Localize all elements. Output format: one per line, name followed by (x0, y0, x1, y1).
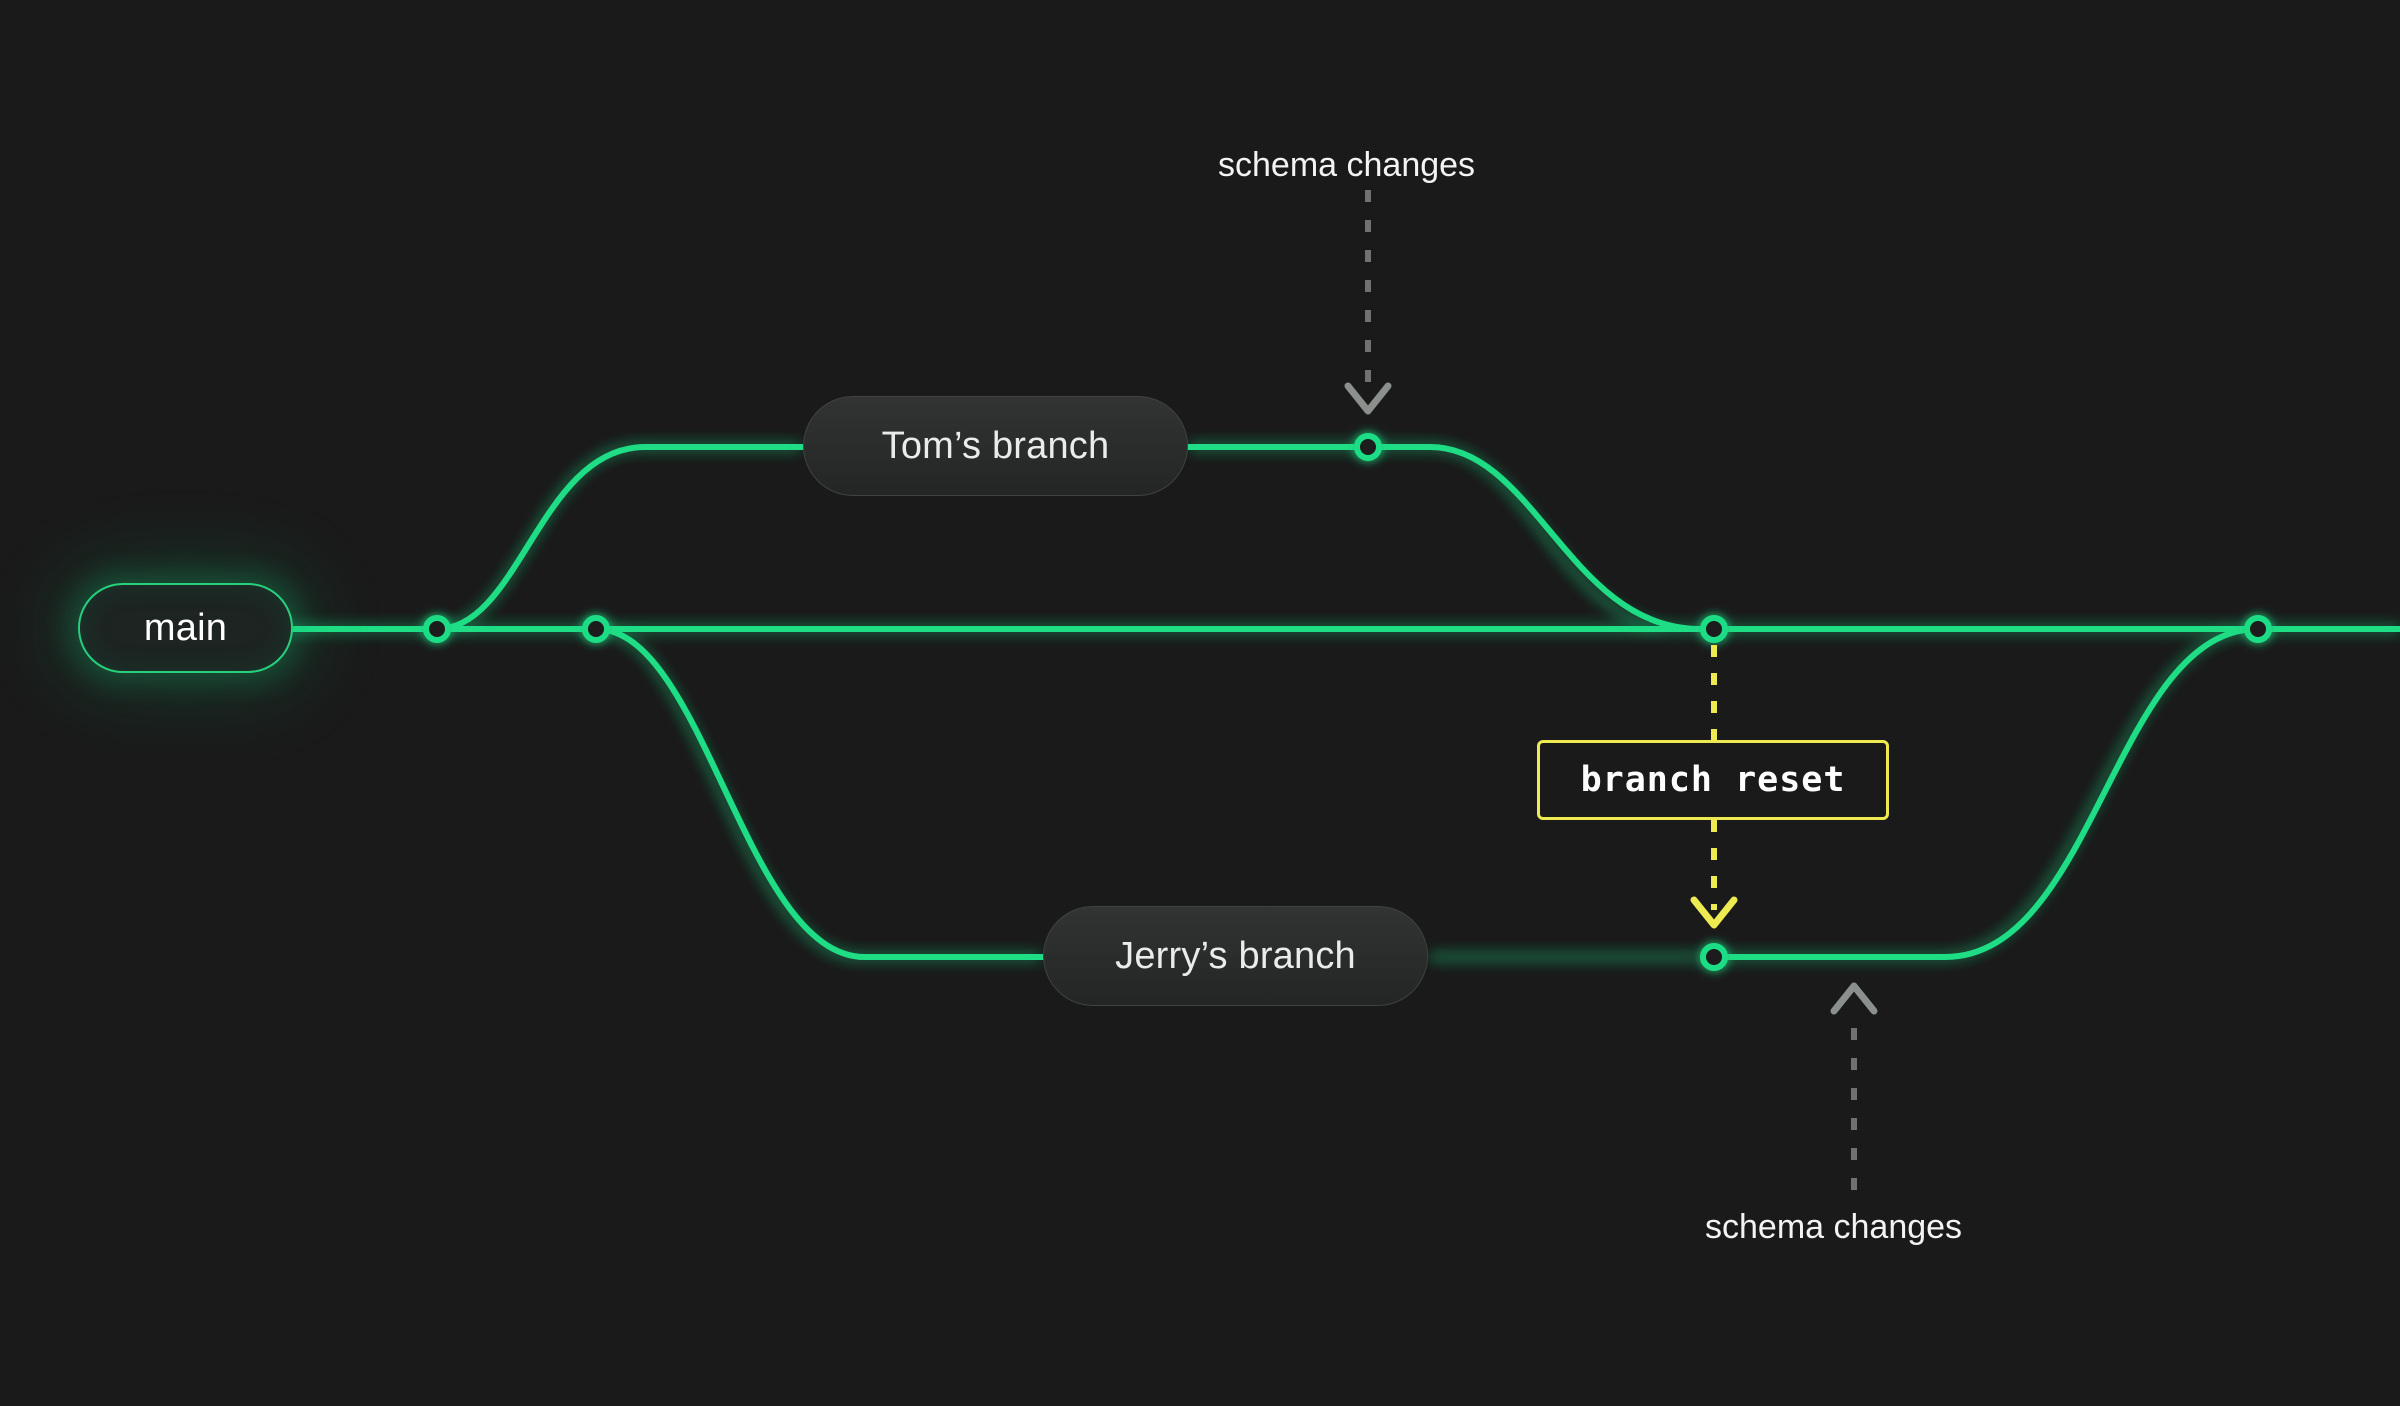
branch-reset-box[interactable]: branch reset (1537, 740, 1889, 820)
commit-node-main-reset[interactable] (1700, 615, 1728, 643)
tom-branch-merge-line (1182, 444, 1703, 632)
commit-node-main-fork-jerry[interactable] (582, 615, 610, 643)
branch-reset-arrow (1690, 645, 1738, 929)
schema-changes-bottom-label: schema changes (1705, 1208, 1962, 1247)
branch-reset-label: branch reset (1580, 760, 1846, 800)
schema-changes-bottom-text: schema changes (1705, 1208, 1963, 1246)
schema-changes-bottom-arrow (1830, 982, 1878, 1190)
branch-pill-jerry-label: Jerry’s branch (1115, 934, 1356, 977)
commit-node-main-merge[interactable] (2244, 615, 2272, 643)
commit-nodes (423, 433, 2272, 971)
jerry-branch-fork-line (593, 626, 1048, 960)
schema-changes-top-text: schema changes (1218, 146, 1476, 184)
schema-changes-top-label: schema changes (1218, 146, 1475, 185)
commit-node-tom-schema[interactable] (1354, 433, 1382, 461)
branch-glow-layer (190, 444, 2400, 960)
commit-node-jerry-reset[interactable] (1700, 943, 1728, 971)
branch-pill-main-label: main (143, 606, 228, 649)
schema-changes-top-arrow (1344, 190, 1392, 415)
branch-pill-jerry[interactable]: Jerry’s branch (1043, 906, 1428, 1006)
reset-arrowhead-icon (1690, 896, 1738, 929)
tom-branch-fork-line (434, 444, 808, 632)
schema-top-arrowhead-icon (1344, 382, 1392, 415)
jerry-branch-merge-line (1711, 626, 2261, 960)
branch-pill-main[interactable]: main (78, 583, 293, 673)
commit-node-main-fork-tom[interactable] (423, 615, 451, 643)
schema-bottom-arrowhead-icon (1830, 982, 1878, 1015)
branch-pill-tom-label: Tom’s branch (881, 424, 1110, 467)
branch-pill-tom[interactable]: Tom’s branch (803, 396, 1188, 496)
